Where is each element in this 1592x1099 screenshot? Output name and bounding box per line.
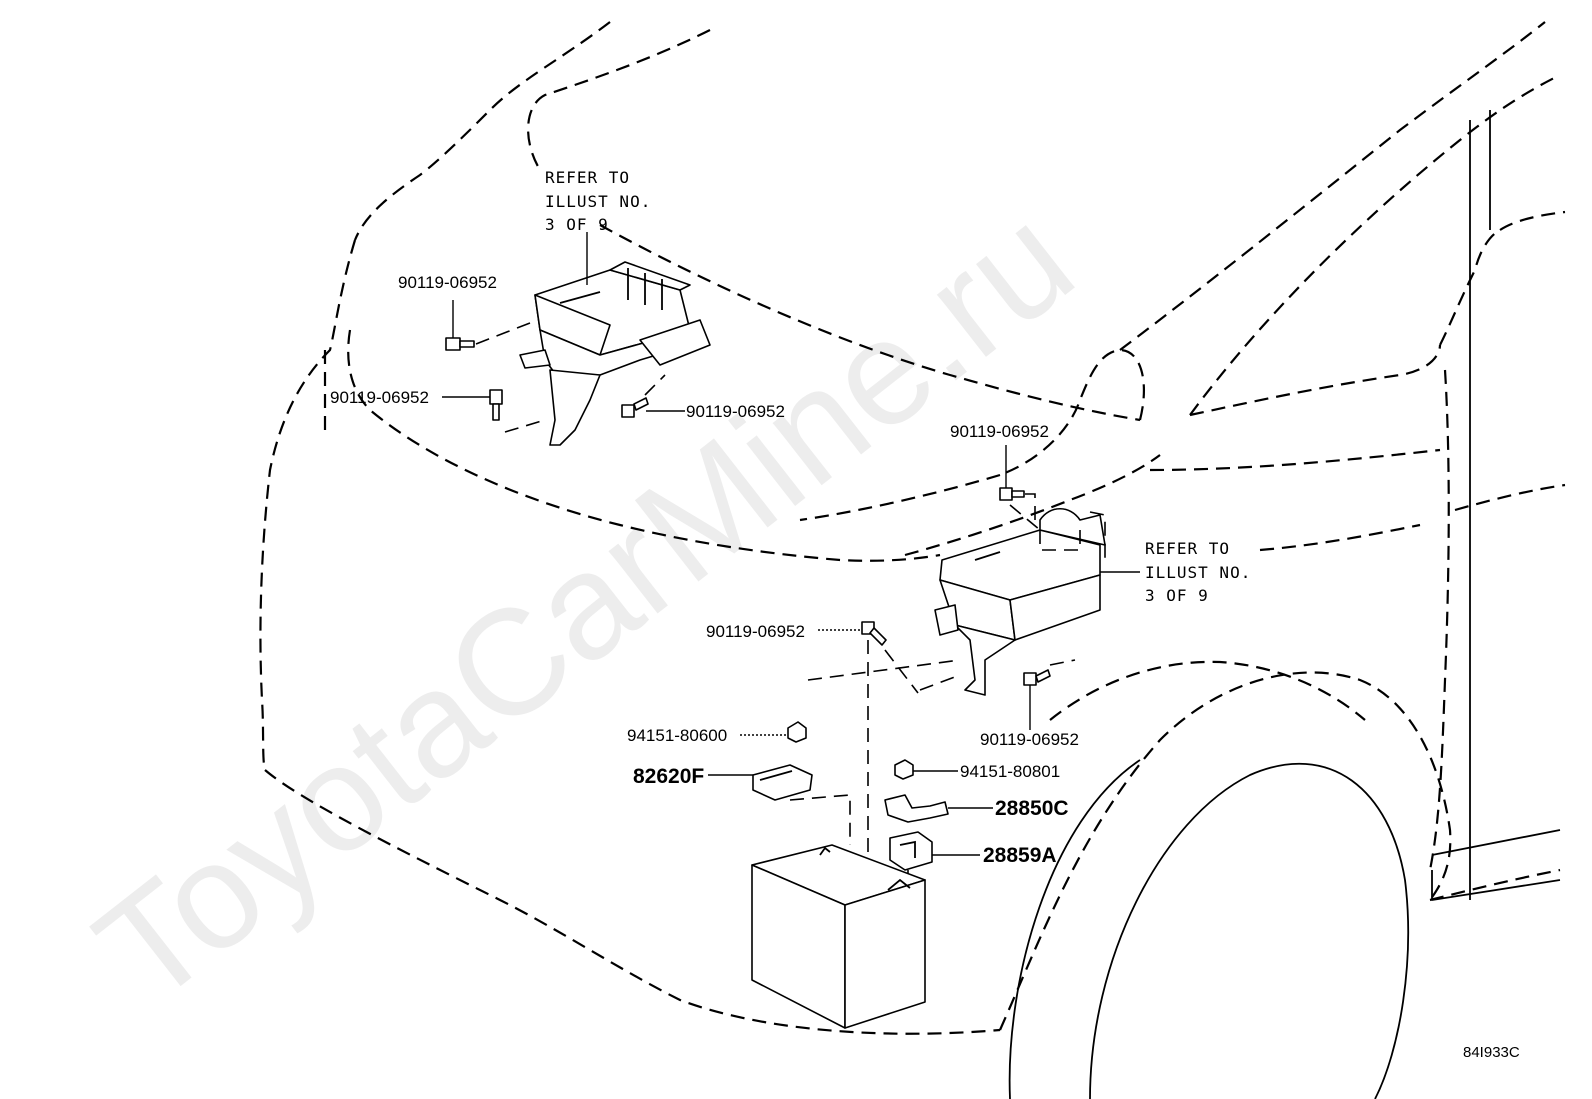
svg-text:3 OF 9: 3 OF 9 [545, 215, 609, 234]
callout-lower-bolt-top: 90119-06952 [950, 422, 1049, 441]
upper-relay-block [519, 261, 711, 446]
illustration-code: 84I933C [1463, 1044, 1520, 1061]
svg-text:REFER TO: REFER TO [545, 168, 630, 187]
svg-text:ILLUST NO.: ILLUST NO. [545, 192, 651, 211]
svg-text:3 OF 9: 3 OF 9 [1145, 586, 1209, 605]
callout-nut-2: 94151-80801 [960, 762, 1060, 781]
bolt-icon [807, 659, 1076, 730]
callout-82620F: 82620F [633, 765, 704, 788]
callout-lower-bolt-right: 90119-06952 [980, 730, 1079, 749]
callout-lower-bolt-left: 90119-06952 [706, 622, 805, 641]
callout-upper-bolt-1: 90119-06952 [398, 273, 497, 292]
upper-refer-note: REFER TO ILLUST NO. 3 OF 9 [545, 168, 651, 234]
svg-text:REFER TO: REFER TO [1145, 539, 1230, 558]
lower-refer-note: REFER TO ILLUST NO. 3 OF 9 [1145, 539, 1251, 605]
bolt-icon [999, 445, 1041, 531]
bolt-icon [621, 374, 685, 418]
bolt-icon [818, 621, 919, 855]
nut-icon [740, 721, 807, 743]
battery-terminal-cable [884, 794, 993, 823]
callout-28859A: 28859A [983, 844, 1057, 867]
bolt-icon [445, 300, 531, 351]
svg-text:ILLUST NO.: ILLUST NO. [1145, 563, 1251, 582]
callout-nut-1: 94151-80600 [627, 726, 727, 745]
fusible-link-block [708, 764, 851, 845]
nut-icon [894, 759, 958, 780]
bolt-icon [442, 389, 546, 433]
callout-upper-bolt-2: 90119-06952 [330, 388, 429, 407]
vehicle-body-outline [259, 21, 1566, 1099]
lower-junction-block [934, 507, 1106, 696]
callout-upper-bolt-3: 90119-06952 [686, 402, 785, 421]
battery [751, 844, 926, 1029]
callout-28850C: 28850C [995, 797, 1069, 820]
